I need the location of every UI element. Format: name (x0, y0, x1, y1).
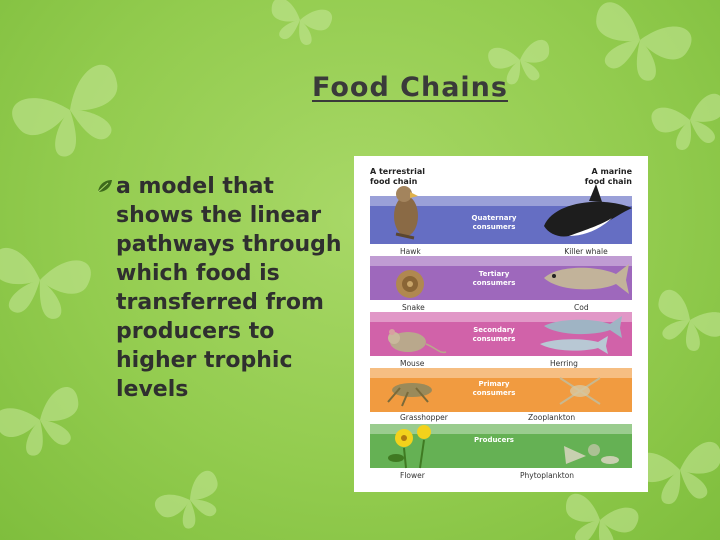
grasshopper-icon (387, 383, 432, 407)
svg-text:Secondary: Secondary (473, 326, 515, 334)
butterfly-icon (645, 286, 720, 361)
mouse-label: Mouse (400, 359, 425, 368)
herring-icon (540, 316, 622, 354)
killer-whale-icon (544, 184, 632, 237)
right-header-line2: food chain (585, 177, 633, 186)
bullet-text: a model that shows the linear pathways t… (116, 174, 342, 402)
leaf-bullet-icon (97, 180, 112, 193)
svg-text:consumers: consumers (473, 279, 516, 287)
flower-icon (388, 425, 431, 469)
svg-text:consumers: consumers (473, 335, 516, 343)
food-chain-figure: A terrestrial food chain A marine food c… (354, 156, 648, 492)
bullet-point: a model that shows the linear pathways t… (96, 172, 346, 404)
left-header-line1: A terrestrial (370, 167, 425, 176)
herring-label: Herring (550, 359, 578, 368)
grasshopper-label: Grasshopper (400, 413, 449, 422)
butterfly-icon (264, 0, 334, 50)
killer-whale-label: Killer whale (564, 247, 608, 256)
svg-text:Primary: Primary (478, 380, 509, 388)
svg-text:consumers: consumers (473, 389, 516, 397)
svg-text:consumers: consumers (473, 223, 516, 231)
cod-icon (544, 264, 629, 294)
level-quaternary: Quaternary consumers Hawk Killer whale (370, 184, 632, 256)
zooplankton-icon (559, 377, 601, 405)
flower-label: Flower (400, 471, 426, 480)
right-header-line1: A marine (591, 167, 632, 176)
level-primary: Primary consumers Grasshopper Zooplankto… (370, 368, 632, 422)
svg-text:Quaternary: Quaternary (472, 214, 517, 222)
butterfly-icon (151, 467, 232, 539)
snake-label: Snake (402, 303, 425, 312)
butterfly-icon (0, 245, 94, 325)
butterfly-icon (0, 383, 92, 465)
slide-title: Food Chains (312, 72, 508, 103)
left-header-line2: food chain (370, 177, 418, 186)
hawk-label: Hawk (400, 247, 421, 256)
cod-label: Cod (574, 303, 589, 312)
hawk-icon (394, 186, 418, 240)
level-tertiary: Tertiary consumers Snake Cod (370, 256, 632, 312)
level-producers: Producers Flower Phytoplankton (370, 424, 632, 480)
phytoplankton-label: Phytoplankton (520, 471, 574, 480)
level-secondary: Secondary consumers Mouse Herring (370, 312, 632, 368)
snake-icon (396, 270, 424, 298)
mouse-icon (388, 329, 447, 354)
butterfly-icon (557, 491, 641, 540)
phytoplankton-icon (564, 444, 619, 464)
svg-text:Producers: Producers (474, 436, 514, 444)
zooplankton-label: Zooplankton (528, 413, 575, 422)
svg-text:Tertiary: Tertiary (479, 270, 510, 278)
